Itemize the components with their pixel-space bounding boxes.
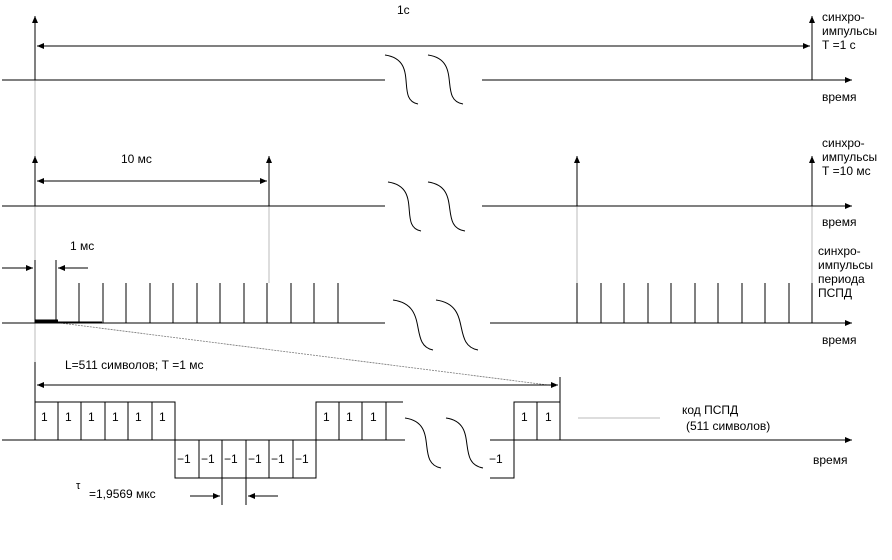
level-1-timeline [2, 16, 852, 105]
pspd-sync-ticks [78, 283, 813, 323]
symbol-label: −1 [177, 452, 191, 466]
code-length-label: L=511 символов; Т =1 мс [65, 358, 204, 372]
level-3-pulse-label-line-3: периода [818, 272, 865, 286]
level-3-timeline [2, 260, 852, 351]
symbol-label: −1 [489, 452, 503, 466]
symbol-label: 1 [112, 410, 119, 424]
symbol-label: 1 [159, 410, 166, 424]
level-3-duration-label: 1 мс [70, 239, 95, 253]
code-label-line-2: (511 символов) [686, 419, 771, 433]
symbol-label: 1 [323, 410, 330, 424]
level-4-axis-label: время [813, 453, 848, 467]
symbol-label: −1 [271, 452, 285, 466]
guide-lines [34, 80, 813, 440]
symbol-label: −1 [295, 452, 309, 466]
symbol-label: 1 [88, 410, 95, 424]
level-2-axis-label: время [822, 215, 857, 229]
symbol-label: −1 [224, 452, 238, 466]
level-2-duration-label: 10 мс [121, 152, 152, 166]
level-1-pulse-label-line-3: Т =1 с [822, 38, 856, 52]
level-3-pulse-label-line-1: синхро- [818, 244, 861, 258]
level-2-pulse-label-line-2: импульсы [822, 150, 878, 164]
code-label-line-1: код ПСПД [682, 403, 739, 417]
symbol-label: 1 [65, 410, 72, 424]
symbol-label: −1 [201, 452, 215, 466]
level-1-axis-label: время [822, 90, 857, 104]
level-3-pulse-label-line-4: ПСПД [818, 286, 853, 300]
level-1-duration-label: 1с [397, 3, 410, 17]
tau-value: =1,9569 мкс [89, 487, 156, 501]
symbol-label: 1 [545, 410, 552, 424]
level-3-pulse-label-line-2: импульсы [818, 258, 874, 272]
level-3-axis-label: время [822, 333, 857, 347]
level-2-timeline [2, 156, 852, 232]
level-2-pulse-label-line-1: синхро- [822, 136, 865, 150]
level-2-pulse-label-line-3: Т =10 мс [822, 164, 871, 178]
symbol-label: 1 [346, 410, 353, 424]
symbol-label: 1 [135, 410, 142, 424]
symbol-label: 1 [41, 410, 48, 424]
symbol-label: 1 [370, 410, 377, 424]
level-1-pulse-label-line-2: импульсы [822, 24, 878, 38]
symbol-label: −1 [248, 452, 262, 466]
level-4-timeline [2, 362, 852, 505]
level-1-pulse-label-line-1: синхро- [822, 10, 865, 24]
symbol-label: 1 [521, 410, 528, 424]
zoom-guide-line [59, 322, 557, 387]
tau-symbol: τ [76, 480, 81, 492]
